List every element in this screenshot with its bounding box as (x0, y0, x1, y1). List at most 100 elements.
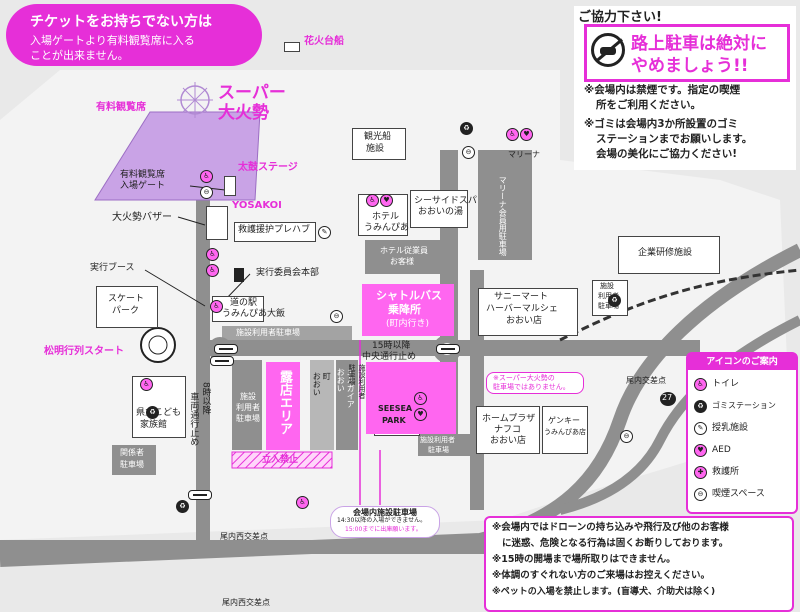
no-entry-label: 立入禁止 (262, 455, 299, 465)
skate-park-label-2: パーク (112, 306, 140, 316)
yosakoi-label: YOSAKOI (232, 200, 282, 211)
super-parking-line2: 駐車場ではありません。 (493, 383, 570, 391)
seaside-label-2: おおいの湯 (418, 207, 464, 217)
hotel-staff-label-2: お客様 (390, 257, 414, 266)
facility-parking-top-label: 施設利用者駐車場 (236, 328, 300, 337)
ticket-notice-line1: 入場ゲートより有料観覧席に入る (30, 34, 195, 47)
first-aid-icon: ✚ (694, 466, 707, 479)
toilet-icon: ♿ (210, 300, 223, 313)
elgaia-label-2: おおい (336, 368, 346, 392)
toilet-icon: ♿ (140, 378, 153, 391)
bottom-road (0, 540, 560, 554)
taiko-stage-label: 太鼓ステージ (238, 162, 298, 173)
smoking-area-icon: ⊖ (694, 488, 707, 501)
seesea-label-1: SEESEA (378, 404, 413, 413)
no-entry-area (231, 451, 333, 469)
garbage-station-icon: ♻ (176, 500, 189, 513)
stalls-label: 露店エリア (276, 370, 292, 435)
legend-title: アイコンのご案内 (688, 354, 796, 370)
aed-icon: ♥ (694, 444, 707, 457)
fireworks-boat-label: 花火台船 (304, 36, 344, 47)
toilet-icon: ♿ (366, 194, 379, 207)
garbage-station-icon: ♻ (608, 294, 621, 307)
legend-item-nursing: 授乳施設 (712, 423, 749, 433)
venue-parking-callout: 会場内施設駐車場 14:30以降の入場ができません。 15:00までに出庫願いま… (330, 506, 440, 538)
super-parking-line1: ※スーパー大火勢の (493, 374, 555, 382)
facility-parking-right-label-3: 駐車場 (598, 302, 619, 310)
road-block-3 (188, 490, 212, 500)
cooperation-heading: ご協力下さい! (578, 10, 662, 25)
toilet-icon: ♿ (694, 378, 707, 391)
first-aid-prefab-box (234, 222, 316, 242)
road-block-2 (436, 344, 460, 354)
garbage-station-icon: ♻ (146, 406, 159, 419)
home-plaza-label-2: ナフコ (494, 425, 522, 435)
garbage-note-line1: ※ゴミは会場内3か所設置のゴミ (584, 118, 739, 130)
corporate-label: 企業研修施設 (638, 248, 693, 258)
venue-parking-title: 会場内施設駐車場 (353, 508, 417, 517)
bazaar-label: 大火勢バザー (112, 212, 172, 223)
michinoeki-label-2: うみんぴあ大飯 (222, 309, 286, 319)
corporate-training-building (618, 236, 720, 274)
no-car-icon (591, 33, 625, 67)
facility-parking-bottom-block (418, 434, 470, 456)
genki-label-2: うみんぴあ店 (544, 428, 586, 436)
sunny-label-1: サニーマート (494, 292, 549, 302)
smoking-note-line1: ※会場内は禁煙です。指定の喫煙 (584, 84, 741, 96)
michinoeki-label-1: 道の駅 (230, 298, 258, 308)
smoking-area-icon: ⊖ (620, 430, 633, 443)
west-intersection-bottom-label: 尾内西交差点 (222, 598, 270, 607)
road-closure-label-2: 車両通行止め (188, 392, 199, 446)
marina-building (478, 150, 532, 260)
legend-item-smoking: 喫煙スペース (712, 489, 765, 499)
marina-label: マリーナ (508, 150, 540, 159)
toilet-icon: ♿ (296, 496, 309, 509)
hotel-label-2: うみんぴあ (364, 223, 410, 233)
sunny-mart-building (478, 288, 578, 336)
elgaia-label-1: エルガイア (346, 368, 356, 408)
west-intersection-label: 尾内西交差点 (220, 532, 268, 541)
ticket-notice-title: チケットをお持ちでない方は (30, 14, 212, 30)
related-label-1: 関係者 (120, 448, 144, 457)
legend-item-toilet: トイレ (712, 379, 740, 389)
hotel-label-1: ホテル (372, 212, 400, 222)
seesea-label-2: PARK (382, 416, 406, 425)
nursing-room-icon: ✎ (318, 226, 331, 239)
no-parking-banner: 路上駐車は絶対に やめましょう!! (584, 24, 790, 82)
paid-gate-label-2: 入場ゲート (120, 181, 166, 191)
venue-parking-line1: 14:30以降の入場ができません。 (337, 517, 427, 524)
oi-label-2: 町 (322, 372, 332, 380)
smoking-area-icon: ⊖ (462, 146, 475, 159)
torch-start-label: 松明行列スタート (44, 346, 124, 357)
no-parking-line1: 路上駐車は絶対に (631, 34, 767, 54)
yosakoi-box (206, 206, 228, 240)
shuttle-label-1: シャトルバス (376, 289, 442, 302)
related-parking-block (112, 445, 156, 475)
venue-parking-line2: 15:00までに出庫願います。 (345, 526, 422, 533)
east-intersection-label: 尾内交差点 (626, 376, 666, 385)
route-27-sign: 27 (660, 392, 676, 406)
bottom-note-4: ※体調のすぐれない方のご来場はお控えください。 (492, 570, 710, 581)
facility-parking-right-label-1: 施設 (600, 282, 614, 290)
no-parking-line2: やめましょう!! (631, 56, 749, 76)
road-block-1 (214, 344, 238, 354)
shuttle-bus-area (362, 284, 454, 336)
facility-parking-left-label-3: 駐車場 (236, 414, 260, 423)
legend-item-aed: AED (712, 445, 731, 455)
toilet-icon: ♿ (206, 248, 219, 261)
legend-item-first-aid: 救護所 (712, 467, 740, 477)
toilet-icon: ♿ (414, 392, 427, 405)
genki-building (542, 406, 588, 454)
skate-park-building (96, 286, 158, 328)
seesea-park-area (366, 362, 456, 434)
garbage-station-icon: ♻ (460, 122, 473, 135)
facility-parking-top-block (222, 326, 352, 340)
seaside-spa-building (410, 190, 468, 228)
stalls-area (266, 362, 300, 450)
garbage-note-line2: ステーションまでお願いします。 (596, 133, 753, 145)
hq-box (234, 268, 244, 282)
first-aid-prefab-label: 救護援护プレハブ (238, 225, 311, 235)
paid-seats-area (94, 111, 261, 201)
aed-icon: ♥ (520, 128, 533, 141)
toilet-icon: ♿ (206, 264, 219, 277)
